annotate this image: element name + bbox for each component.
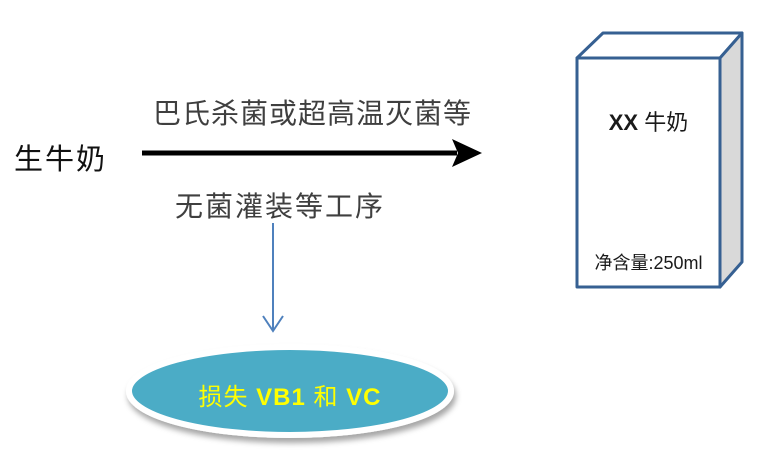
milk-carton-side-face	[718, 31, 744, 289]
process-arrow	[142, 139, 482, 167]
carton-net-content-label: 净含量:250ml	[594, 253, 703, 273]
milk-carton	[575, 31, 744, 289]
process-arrow-head	[452, 139, 482, 167]
loss-arrow-head	[262, 315, 284, 333]
loss-ellipse	[126, 344, 454, 438]
carton-brand-suffix: 牛奶	[638, 110, 689, 135]
loss-label: 损失 VB1 和 VC	[125, 377, 455, 412]
loss-arrow	[262, 223, 284, 333]
loss-label-middle: 和	[305, 384, 347, 411]
carton-brand-prefix: XX	[608, 110, 639, 135]
milk-carton-front-face	[575, 56, 722, 289]
process-top-label: 巴氏杀菌或超高温灭菌等	[152, 98, 472, 129]
loss-label-vb1: VB1	[256, 384, 306, 411]
raw-milk-label: 生牛奶	[14, 144, 108, 176]
process-bottom-label: 无菌灌装等工序	[174, 191, 385, 222]
milk-carton-top-face	[575, 31, 744, 60]
carton-brand-label: XX 牛奶	[577, 105, 720, 137]
loss-label-vc: VC	[346, 384, 382, 411]
loss-label-prefix: 损失	[198, 384, 257, 411]
